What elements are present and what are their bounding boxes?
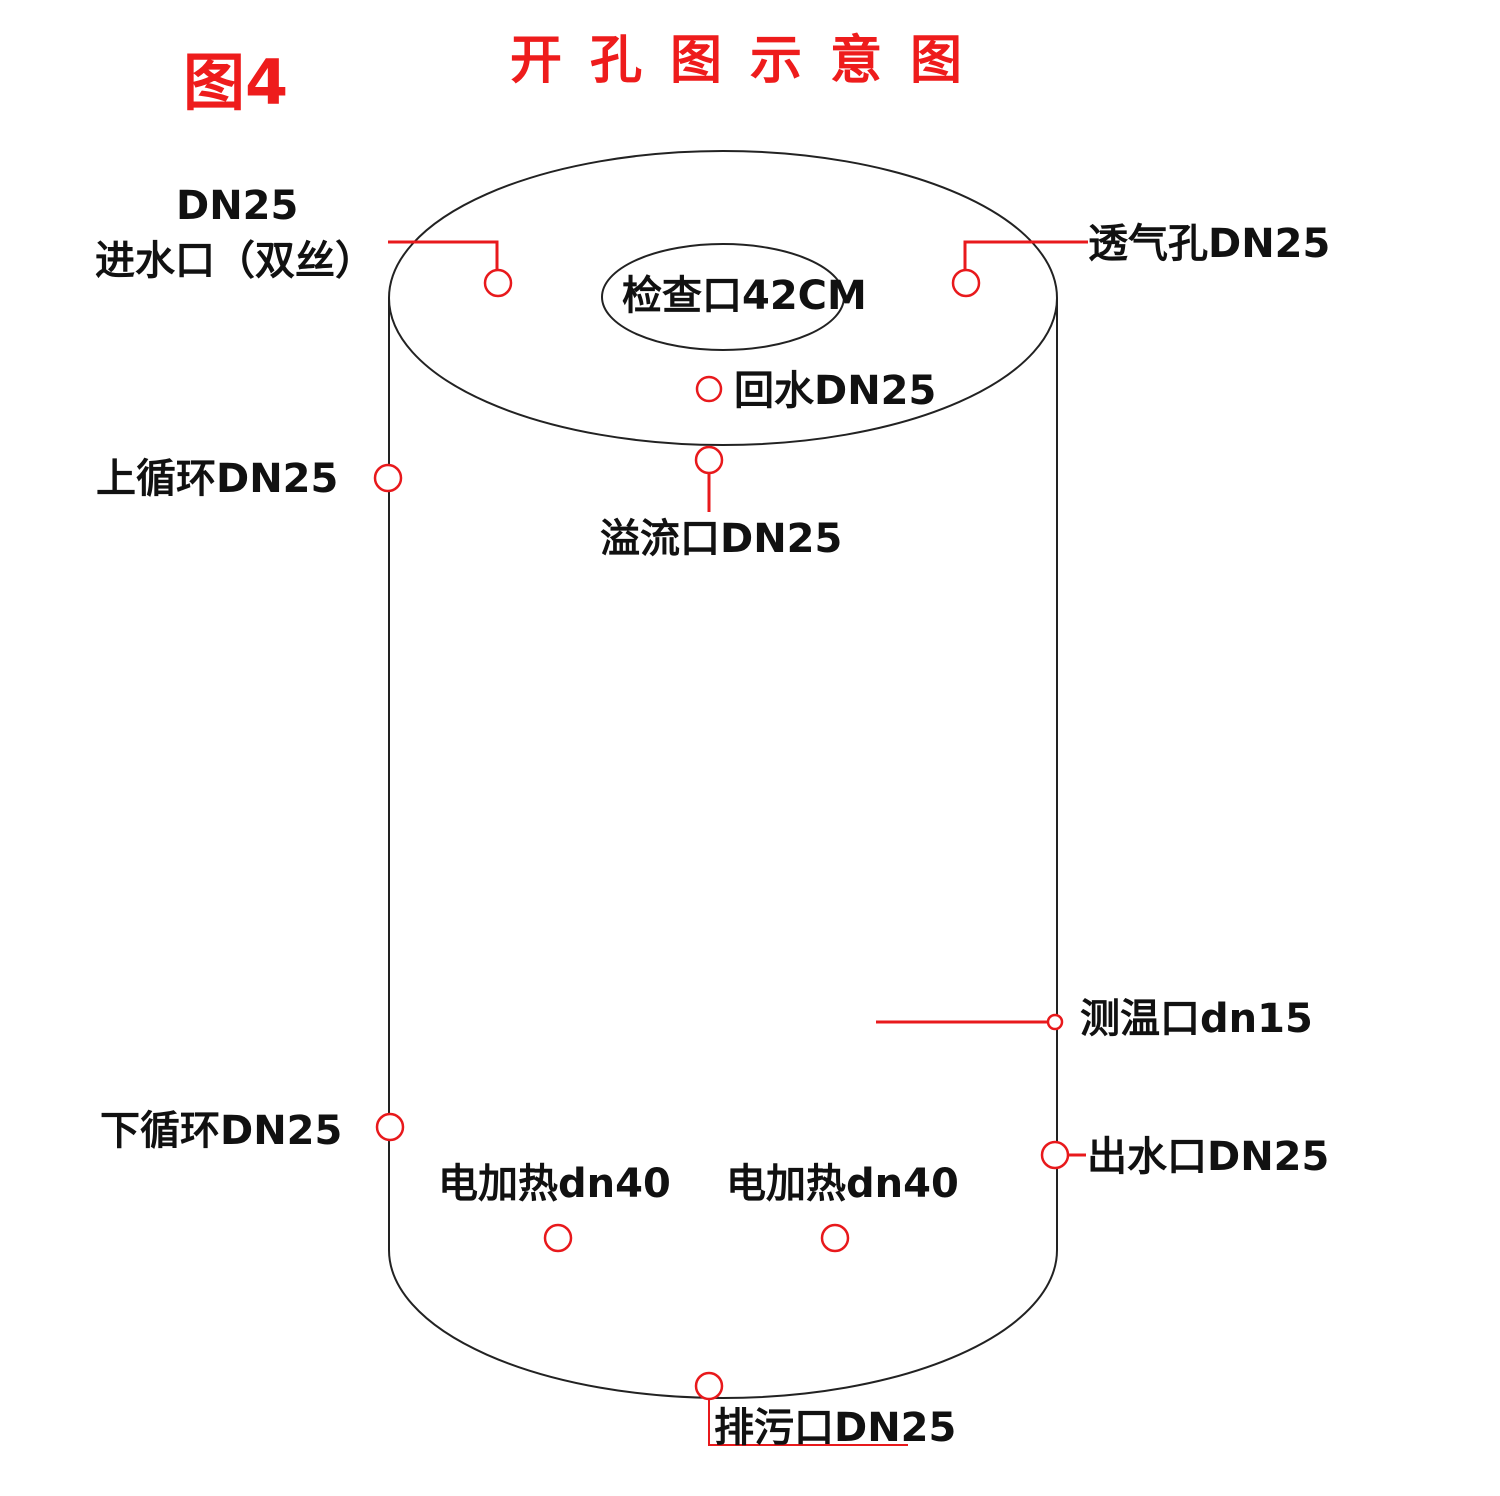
diagram-title: 开孔图示意图 [510, 31, 990, 91]
heater-2-label: 电加热dn40 [726, 1161, 959, 1207]
heater-2-port-icon [820, 1223, 850, 1253]
tank-outline [388, 150, 1058, 1399]
inlet-leader [388, 240, 499, 270]
overflow-port-icon [694, 445, 724, 475]
inlet-port-icon [483, 268, 513, 298]
outlet-port-icon [1040, 1140, 1070, 1170]
return-port-icon [695, 375, 723, 403]
upper-circulation-port-icon [373, 463, 403, 493]
heater-1-port-icon [543, 1223, 573, 1253]
lower-circulation-port-icon [375, 1112, 405, 1142]
vent-label: 透气孔DN25 [1088, 221, 1330, 267]
lower-circulation-label: 下循环DN25 [100, 1108, 342, 1154]
heater-1-label: 电加热dn40 [438, 1161, 671, 1207]
vent-leader [963, 240, 1088, 270]
outlet-label: 出水口DN25 [1087, 1134, 1329, 1180]
inlet-size-label: DN25 [176, 183, 298, 229]
overflow-label: 溢流口DN25 [600, 516, 842, 562]
drain-leader [708, 1399, 908, 1446]
temperature-label: 测温口dn15 [1080, 996, 1313, 1042]
inspection-port [601, 243, 845, 351]
upper-circulation-label: 上循环DN25 [96, 456, 338, 502]
inspection-label: 检查口42CM [622, 273, 867, 319]
vent-port-icon [951, 268, 981, 298]
tank-bottom [388, 1249, 1058, 1399]
drain-port-icon [694, 1371, 724, 1401]
inlet-label: 进水口（双丝） [95, 238, 375, 284]
temperature-port-icon [1046, 1013, 1064, 1031]
return-label: 回水DN25 [734, 368, 936, 414]
tank-top [388, 150, 1058, 446]
figure-label: 图4 [183, 46, 288, 119]
drain-label: 排污口DN25 [714, 1405, 956, 1451]
